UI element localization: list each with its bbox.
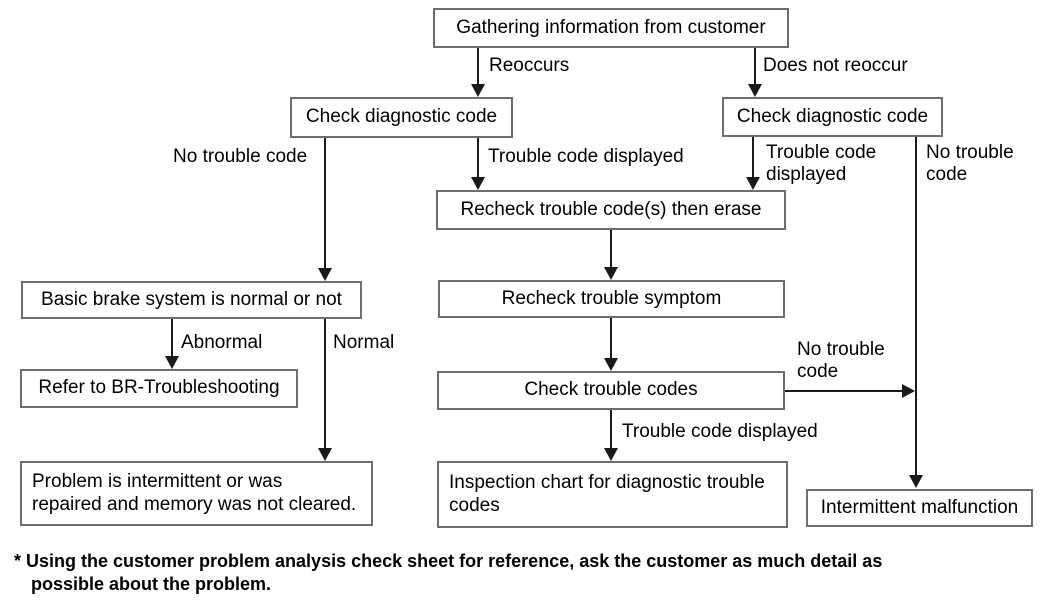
arrowhead-down-icon (318, 268, 332, 281)
edge-label-abnormal: Abnormal (181, 332, 263, 353)
arrowhead-down-icon (471, 84, 485, 97)
connector-checkcodes-to-inspection (610, 410, 612, 449)
edge-label-does-not-reoccur: Does not reoccur (763, 55, 908, 76)
connector-checkleft-to-recheckerase (477, 138, 479, 179)
node-label: Check diagnostic code (736, 105, 929, 127)
edge-label-no-trouble-code-right: No trouble code (926, 142, 1014, 185)
node-label: Check diagnostic code (305, 106, 498, 128)
connector-gathering-to-check-left (477, 48, 479, 86)
connector-symptom-to-checkcodes (610, 318, 612, 359)
node-inspection-chart: Inspection chart for diagnostic trouble … (437, 461, 788, 528)
arrowhead-down-icon (746, 177, 760, 190)
node-recheck-trouble-symptom: Recheck trouble symptom (438, 280, 785, 318)
arrowhead-down-icon (748, 84, 762, 97)
edge-label-trouble-code-displayed-right: Trouble code displayed (766, 142, 877, 185)
edge-label-trouble-code-displayed-center: Trouble code displayed (622, 421, 818, 442)
node-check-diagnostic-code-right: Check diagnostic code (722, 97, 943, 137)
connector-checkright-to-recheckerase (752, 137, 754, 179)
arrowhead-down-icon (318, 448, 332, 461)
node-label: Problem is intermittent or was repaired … (32, 471, 357, 515)
edge-label-no-trouble-code-center: No trouble code (797, 339, 885, 382)
connector-checkcodes-to-rightline (785, 390, 903, 392)
arrowhead-down-icon (909, 475, 923, 488)
arrowhead-down-icon (165, 356, 179, 369)
arrowhead-down-icon (604, 358, 618, 371)
node-label: Basic brake system is normal or not (41, 288, 342, 310)
connector-checkright-to-intermittent (915, 137, 917, 476)
node-label: Gathering information from customer (456, 16, 766, 38)
node-refer-br-troubleshooting: Refer to BR-Troubleshooting (20, 369, 298, 408)
node-recheck-trouble-codes-erase: Recheck trouble code(s) then erase (436, 190, 786, 230)
connector-basicbrake-to-problem (324, 319, 326, 449)
arrowhead-down-icon (604, 448, 618, 461)
node-label: Recheck trouble symptom (501, 287, 722, 309)
arrowhead-right-icon (902, 384, 915, 398)
connector-gathering-to-check-right (754, 48, 756, 86)
connector-checkleft-to-basicbrake (324, 138, 326, 270)
node-check-diagnostic-code-left: Check diagnostic code (290, 97, 513, 138)
node-gathering-information: Gathering information from customer (433, 8, 789, 48)
node-intermittent-malfunction: Intermittent malfunction (806, 489, 1033, 527)
connector-basicbrake-to-referbr (171, 319, 173, 357)
edge-label-reoccurs: Reoccurs (489, 55, 570, 76)
node-label: Inspection chart for diagnostic trouble … (449, 472, 765, 516)
arrowhead-down-icon (471, 177, 485, 190)
node-basic-brake-system: Basic brake system is normal or not (21, 281, 362, 319)
node-check-trouble-codes: Check trouble codes (437, 371, 785, 410)
node-problem-intermittent: Problem is intermittent or was repaired … (20, 461, 373, 526)
footnote-line-2: possible about the problem. (31, 574, 272, 594)
node-label: Refer to BR-Troubleshooting (38, 377, 280, 399)
edge-label-trouble-code-displayed-left: Trouble code displayed (488, 146, 684, 167)
arrowhead-down-icon (604, 267, 618, 280)
connector-recheckerase-to-symptom (610, 230, 612, 268)
edge-label-no-trouble-code-left: No trouble code (173, 146, 308, 167)
footnote-line-1: * Using the customer problem analysis ch… (14, 551, 883, 571)
node-label: Intermittent malfunction (820, 496, 1019, 518)
edge-label-normal: Normal (333, 332, 395, 353)
node-label: Recheck trouble code(s) then erase (460, 198, 762, 220)
node-label: Check trouble codes (524, 379, 698, 401)
